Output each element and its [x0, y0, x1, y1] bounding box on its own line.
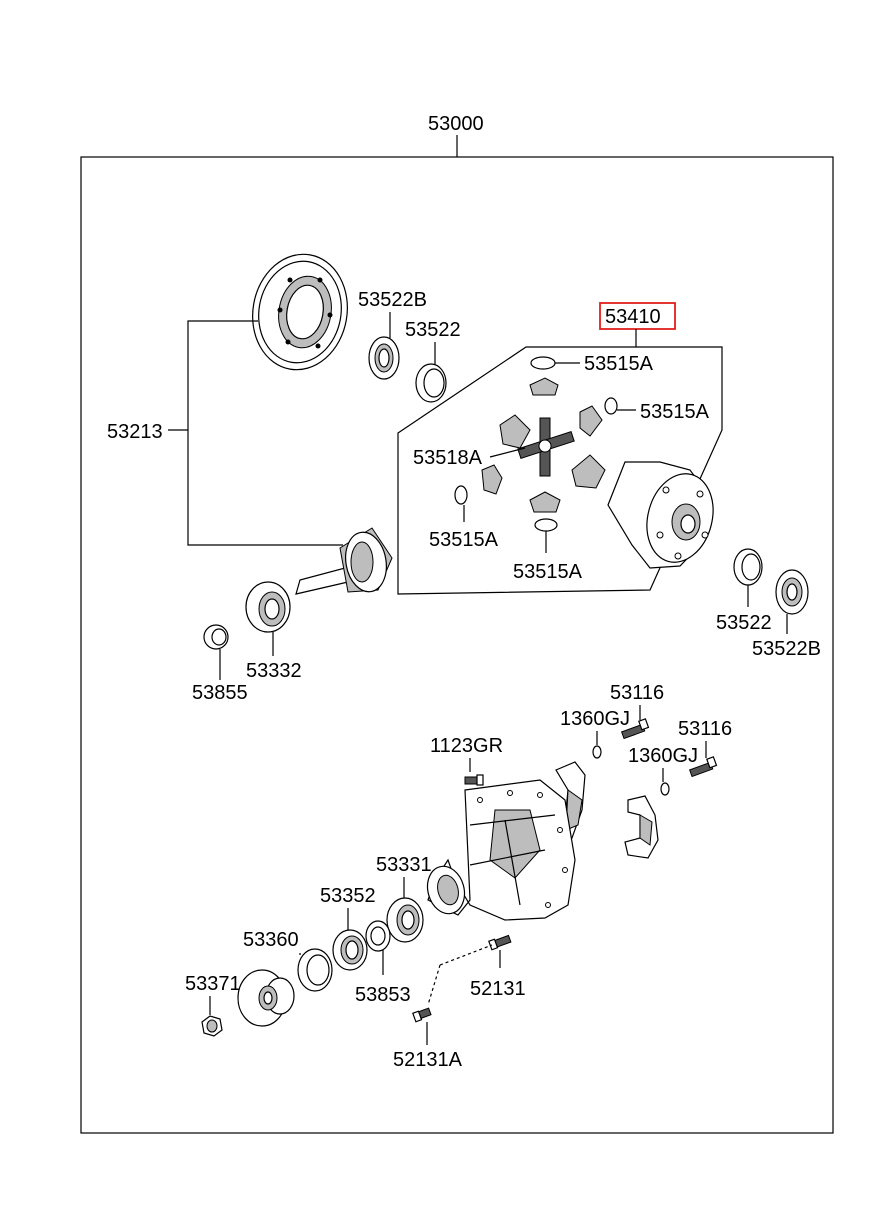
label-53116-2[interactable]: 53116: [678, 718, 732, 740]
washer-53515A-bottom[interactable]: [534, 518, 558, 532]
label-1123GR[interactable]: 1123GR: [430, 735, 503, 757]
washer-1360GJ-1[interactable]: [592, 745, 602, 759]
ring-gear[interactable]: [244, 247, 357, 378]
seal-53360[interactable]: [297, 948, 333, 992]
breather-1123GR[interactable]: [464, 774, 484, 786]
bearing-53522B-top[interactable]: [368, 336, 400, 380]
label-53515A-bottom[interactable]: 53515A: [513, 561, 583, 583]
companion-flange[interactable]: [237, 969, 295, 1027]
pinion-gear-small-left[interactable]: [481, 464, 503, 495]
label-53853[interactable]: 53853: [355, 984, 411, 1006]
bearing-53352[interactable]: [332, 929, 368, 971]
washer-53515A-top[interactable]: [530, 356, 556, 370]
drive-pinion[interactable]: [295, 527, 393, 595]
washer-1360GJ-2[interactable]: [660, 782, 670, 796]
label-53331[interactable]: 53331: [376, 854, 432, 876]
nut-53371[interactable]: [201, 1015, 223, 1037]
label-53332[interactable]: 53332: [246, 660, 302, 682]
label-53352[interactable]: 53352: [320, 885, 376, 907]
label-53522B-top[interactable]: 53522B: [358, 289, 427, 311]
label-53522-right[interactable]: 53522: [716, 612, 772, 634]
label-53213[interactable]: 53213: [107, 421, 163, 443]
label-53410[interactable]: 53410: [605, 306, 661, 328]
label-52131[interactable]: 52131: [470, 978, 526, 1000]
label-53116-1[interactable]: 53116: [610, 682, 664, 704]
label-52131A[interactable]: 52131A: [393, 1049, 463, 1071]
seal-53522-right[interactable]: [733, 548, 763, 586]
washer-53515A-right[interactable]: [604, 397, 618, 415]
label-53000[interactable]: 53000: [428, 113, 484, 135]
label-1360GJ-1[interactable]: 1360GJ: [560, 708, 630, 730]
bearing-53331[interactable]: [386, 897, 424, 943]
stud-52131[interactable]: [488, 934, 512, 951]
label-1360GJ-2[interactable]: 1360GJ: [628, 745, 698, 767]
side-gear-top[interactable]: [529, 377, 559, 396]
bearing-53522B-right[interactable]: [775, 569, 809, 615]
bearing-cap-right[interactable]: [624, 795, 659, 859]
label-53371[interactable]: 53371: [185, 973, 241, 995]
label-53518A[interactable]: 53518A: [413, 447, 483, 469]
label-53515A-top[interactable]: 53515A: [584, 353, 654, 375]
label-53855[interactable]: 53855: [192, 682, 248, 704]
label-53515A-left[interactable]: 53515A: [429, 529, 499, 551]
label-53515A-right[interactable]: 53515A: [640, 401, 710, 423]
shim-53853[interactable]: [365, 920, 391, 952]
carrier-housing[interactable]: [422, 779, 576, 921]
pinion-gear-left[interactable]: [499, 414, 531, 449]
seal-53522-top[interactable]: [415, 363, 447, 403]
pinion-gear-right[interactable]: [571, 454, 606, 489]
spider-shaft[interactable]: [517, 417, 575, 477]
bolt-53116-1[interactable]: [620, 718, 650, 740]
differential-case[interactable]: [607, 461, 723, 570]
washer-53515A-left[interactable]: [454, 485, 468, 505]
side-gear-bottom[interactable]: [529, 491, 561, 513]
bearing-53332[interactable]: [245, 581, 291, 633]
stud-52131A[interactable]: [412, 1007, 432, 1023]
label-53522-top[interactable]: 53522: [405, 319, 461, 341]
label-53360[interactable]: 53360: [243, 929, 299, 951]
spacer-53855[interactable]: [203, 624, 229, 650]
bolt-53116-2[interactable]: [688, 756, 718, 778]
differential-box: [397, 346, 723, 595]
highlight-box-53410: [599, 302, 676, 330]
label-53522B-right[interactable]: 53522B: [752, 638, 821, 660]
pinion-gear-upper-right[interactable]: [579, 405, 603, 437]
